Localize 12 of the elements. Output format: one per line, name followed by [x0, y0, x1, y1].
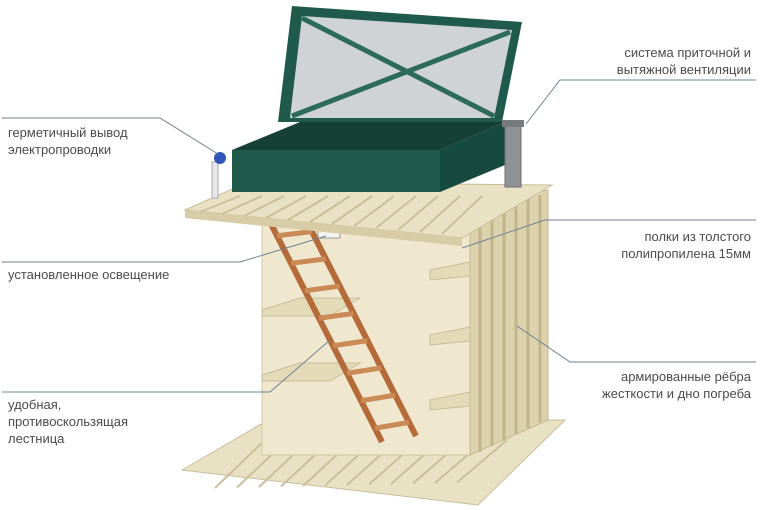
leader-line [526, 80, 756, 124]
leader-line [516, 326, 756, 362]
leader-line [2, 236, 326, 262]
callout-label: герметичный вывод электропроводки [8, 124, 178, 158]
callout-label: полки из толстого полипропилена 15мм [581, 228, 751, 262]
leader-line [2, 340, 330, 392]
callout-label: система приточной и вытяжной вентиляции [581, 44, 751, 78]
leader-line [462, 220, 756, 248]
callout-label: установленное освещение [8, 266, 170, 283]
callout-label: удобная, противоскользящая лестница [8, 396, 178, 447]
leader-line [2, 118, 218, 154]
callout-label: армированные рёбра жесткости и дно погреба [581, 368, 751, 402]
